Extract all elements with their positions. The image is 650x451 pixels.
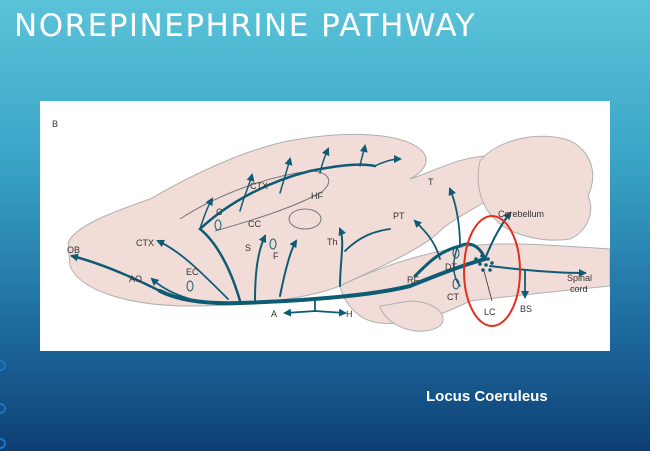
label-s: S bbox=[245, 243, 251, 253]
label-th: Th bbox=[327, 237, 338, 247]
bullet-marker-icon bbox=[0, 403, 6, 414]
label-c: C bbox=[216, 207, 223, 217]
pons-shape bbox=[379, 300, 444, 332]
label-pt: PT bbox=[393, 211, 405, 221]
panel-label: B bbox=[52, 119, 58, 129]
hippocampal-loop bbox=[179, 170, 330, 232]
label-spinal: Spinal bbox=[567, 273, 592, 283]
cut-marks bbox=[186, 219, 460, 292]
bullet-marker-icon bbox=[0, 360, 6, 371]
caption-locus-coeruleus: Locus Coeruleus bbox=[426, 388, 548, 405]
label-cerebellum: Cerebellum bbox=[498, 209, 544, 219]
label-h: H bbox=[346, 309, 353, 319]
lc-highlight-circle bbox=[463, 215, 521, 327]
label-a: A bbox=[271, 309, 277, 319]
pathway-lines bbox=[70, 144, 587, 317]
main-bundle bbox=[158, 257, 487, 306]
cerebellum-shape bbox=[477, 135, 594, 241]
label-cord: cord bbox=[570, 284, 588, 294]
label-hf: HF bbox=[311, 191, 323, 201]
lc-neurons bbox=[474, 254, 494, 272]
brain-outline bbox=[67, 133, 610, 332]
label-ctx-top: CTX bbox=[250, 181, 268, 191]
label-ob: OB bbox=[67, 245, 80, 255]
label-rf: RF bbox=[407, 275, 419, 285]
brain-diagram: B CTX HF C CC S F Th T PT Cerebellum OB … bbox=[52, 119, 610, 332]
label-f: F bbox=[273, 251, 279, 261]
label-lc: LC bbox=[484, 307, 496, 317]
label-dt: DT bbox=[445, 262, 457, 272]
label-t: T bbox=[428, 177, 434, 187]
brain-diagram-panel: B CTX HF C CC S F Th T PT Cerebellum OB … bbox=[40, 101, 610, 351]
label-ao: AO bbox=[129, 274, 142, 284]
label-ctx-front: CTX bbox=[136, 238, 154, 248]
bullet-marker-icon bbox=[0, 438, 6, 449]
slide-title: Norepinephrine Pathway bbox=[14, 8, 477, 44]
label-ct: CT bbox=[447, 292, 459, 302]
label-ec: EC bbox=[186, 267, 199, 277]
hf-structure bbox=[288, 208, 322, 230]
label-cc: CC bbox=[248, 219, 261, 229]
label-bs: BS bbox=[520, 304, 532, 314]
